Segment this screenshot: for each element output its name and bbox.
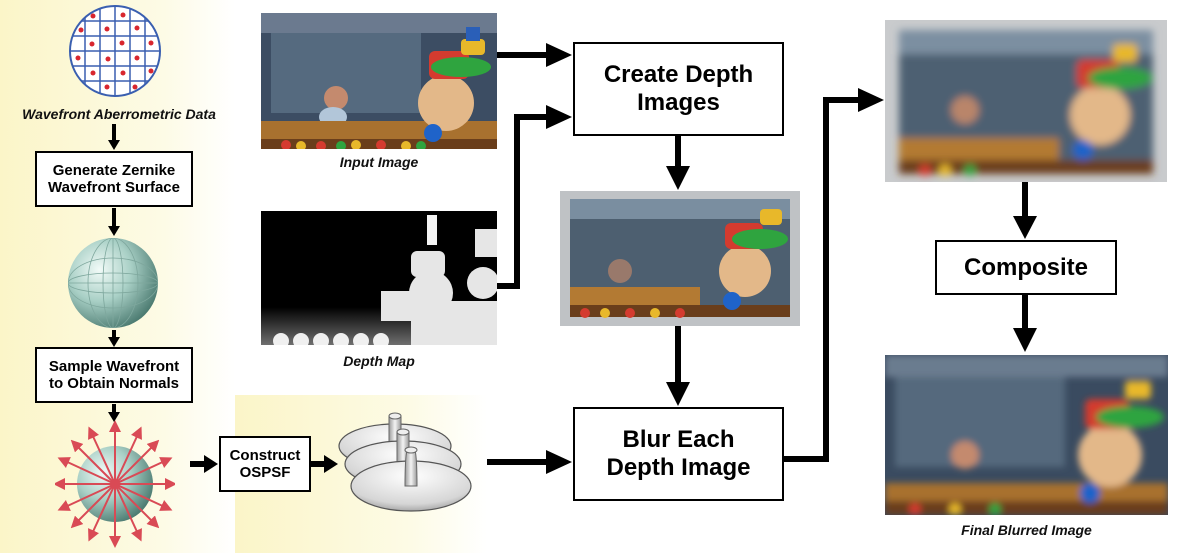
ospsf-discs-icon xyxy=(338,412,472,512)
construct-ospsf-box: Construct OSPSF xyxy=(219,436,311,492)
create-depth-images-box: Create Depth Images xyxy=(573,42,784,136)
blur-each-depth-image-box: Blur Each Depth Image xyxy=(573,407,784,501)
wavefront-surface-sphere-icon xyxy=(68,238,158,328)
zernike-box: Generate Zernike Wavefront Surface xyxy=(35,151,193,207)
final-image-caption: Final Blurred Image xyxy=(961,522,1092,538)
wavefront-data-icon xyxy=(69,5,161,97)
wavefront-data-caption: Wavefront Aberrometric Data xyxy=(22,106,216,122)
input-image-caption: Input Image xyxy=(339,154,419,170)
blurred-layer-image xyxy=(885,20,1167,182)
final-blurred-image xyxy=(885,355,1168,515)
depth-map-caption: Depth Map xyxy=(343,353,415,369)
depth-layer-image xyxy=(560,191,800,326)
sphere-normals-icon xyxy=(55,420,175,548)
sample-normals-box: Sample Wavefront to Obtain Normals xyxy=(35,347,193,403)
depth-map-image xyxy=(261,211,497,345)
composite-box: Composite xyxy=(935,240,1117,295)
input-image xyxy=(261,13,497,149)
